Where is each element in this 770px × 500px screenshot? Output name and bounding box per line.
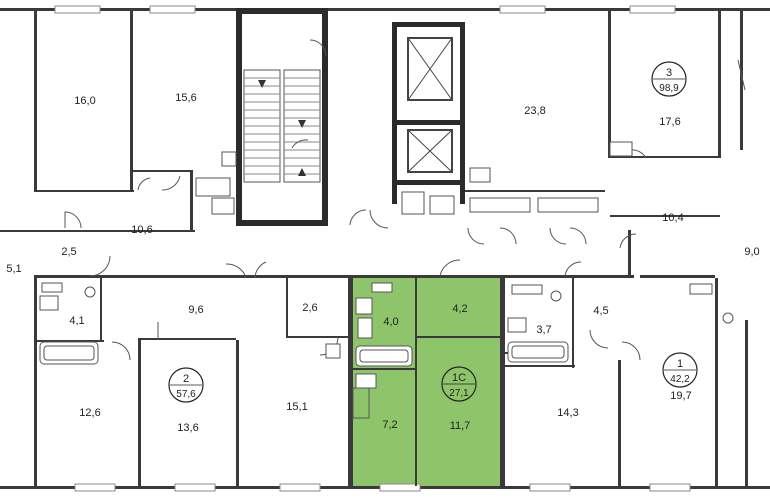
room-area: 17,6 xyxy=(659,116,680,128)
room-area: 15,1 xyxy=(286,401,307,413)
unit-number: 2 xyxy=(183,373,189,385)
room-area: 5,1 xyxy=(6,263,21,275)
room-area: 13,6 xyxy=(177,422,198,434)
room-area: 4,0 xyxy=(383,316,398,328)
unit-badge-1c[interactable]: 1C 27,1 xyxy=(441,366,477,402)
room-area: 23,8 xyxy=(524,105,545,117)
unit-badge-2[interactable]: 2 57,6 xyxy=(168,367,204,403)
room-area: 10,6 xyxy=(131,224,152,236)
room-area: 4,2 xyxy=(452,303,467,315)
unit-area: 57,6 xyxy=(176,389,196,400)
room-area: 2,6 xyxy=(302,302,317,314)
room-area: 4,5 xyxy=(593,305,608,317)
room-area: 3,7 xyxy=(536,324,551,336)
unit-badge-1[interactable]: 1 42,2 xyxy=(662,352,698,388)
room-labels: 16,0 15,6 23,8 17,6 10,6 2,5 5,1 10,4 9,… xyxy=(6,92,759,434)
room-area: 12,6 xyxy=(79,407,100,419)
elevator-shafts xyxy=(407,37,453,173)
room-area: 9,6 xyxy=(188,304,203,316)
doors xyxy=(64,39,746,361)
room-area: 11,7 xyxy=(450,420,471,432)
room-area: 4,1 xyxy=(69,315,84,327)
unit-number: 1 xyxy=(677,358,683,370)
unit-number: 1C xyxy=(452,372,466,384)
fixtures xyxy=(39,141,734,419)
room-area: 14,3 xyxy=(557,407,578,419)
unit-badge-3[interactable]: 3 98,9 xyxy=(651,61,687,97)
room-area: 19,7 xyxy=(670,390,691,402)
unit-number: 3 xyxy=(666,67,672,79)
room-area: 2,5 xyxy=(61,246,76,258)
interior-walls xyxy=(0,8,748,487)
room-area: 10,4 xyxy=(662,212,683,224)
room-area: 15,6 xyxy=(175,92,196,104)
unit-area: 98,9 xyxy=(659,83,679,94)
exterior-walls xyxy=(0,5,770,492)
unit-area: 27,1 xyxy=(449,388,469,399)
room-area: 9,0 xyxy=(744,246,759,258)
room-area: 16,0 xyxy=(74,95,95,107)
unit-area: 42,2 xyxy=(670,374,690,385)
room-area: 7,2 xyxy=(382,419,397,431)
staircase xyxy=(243,69,321,183)
